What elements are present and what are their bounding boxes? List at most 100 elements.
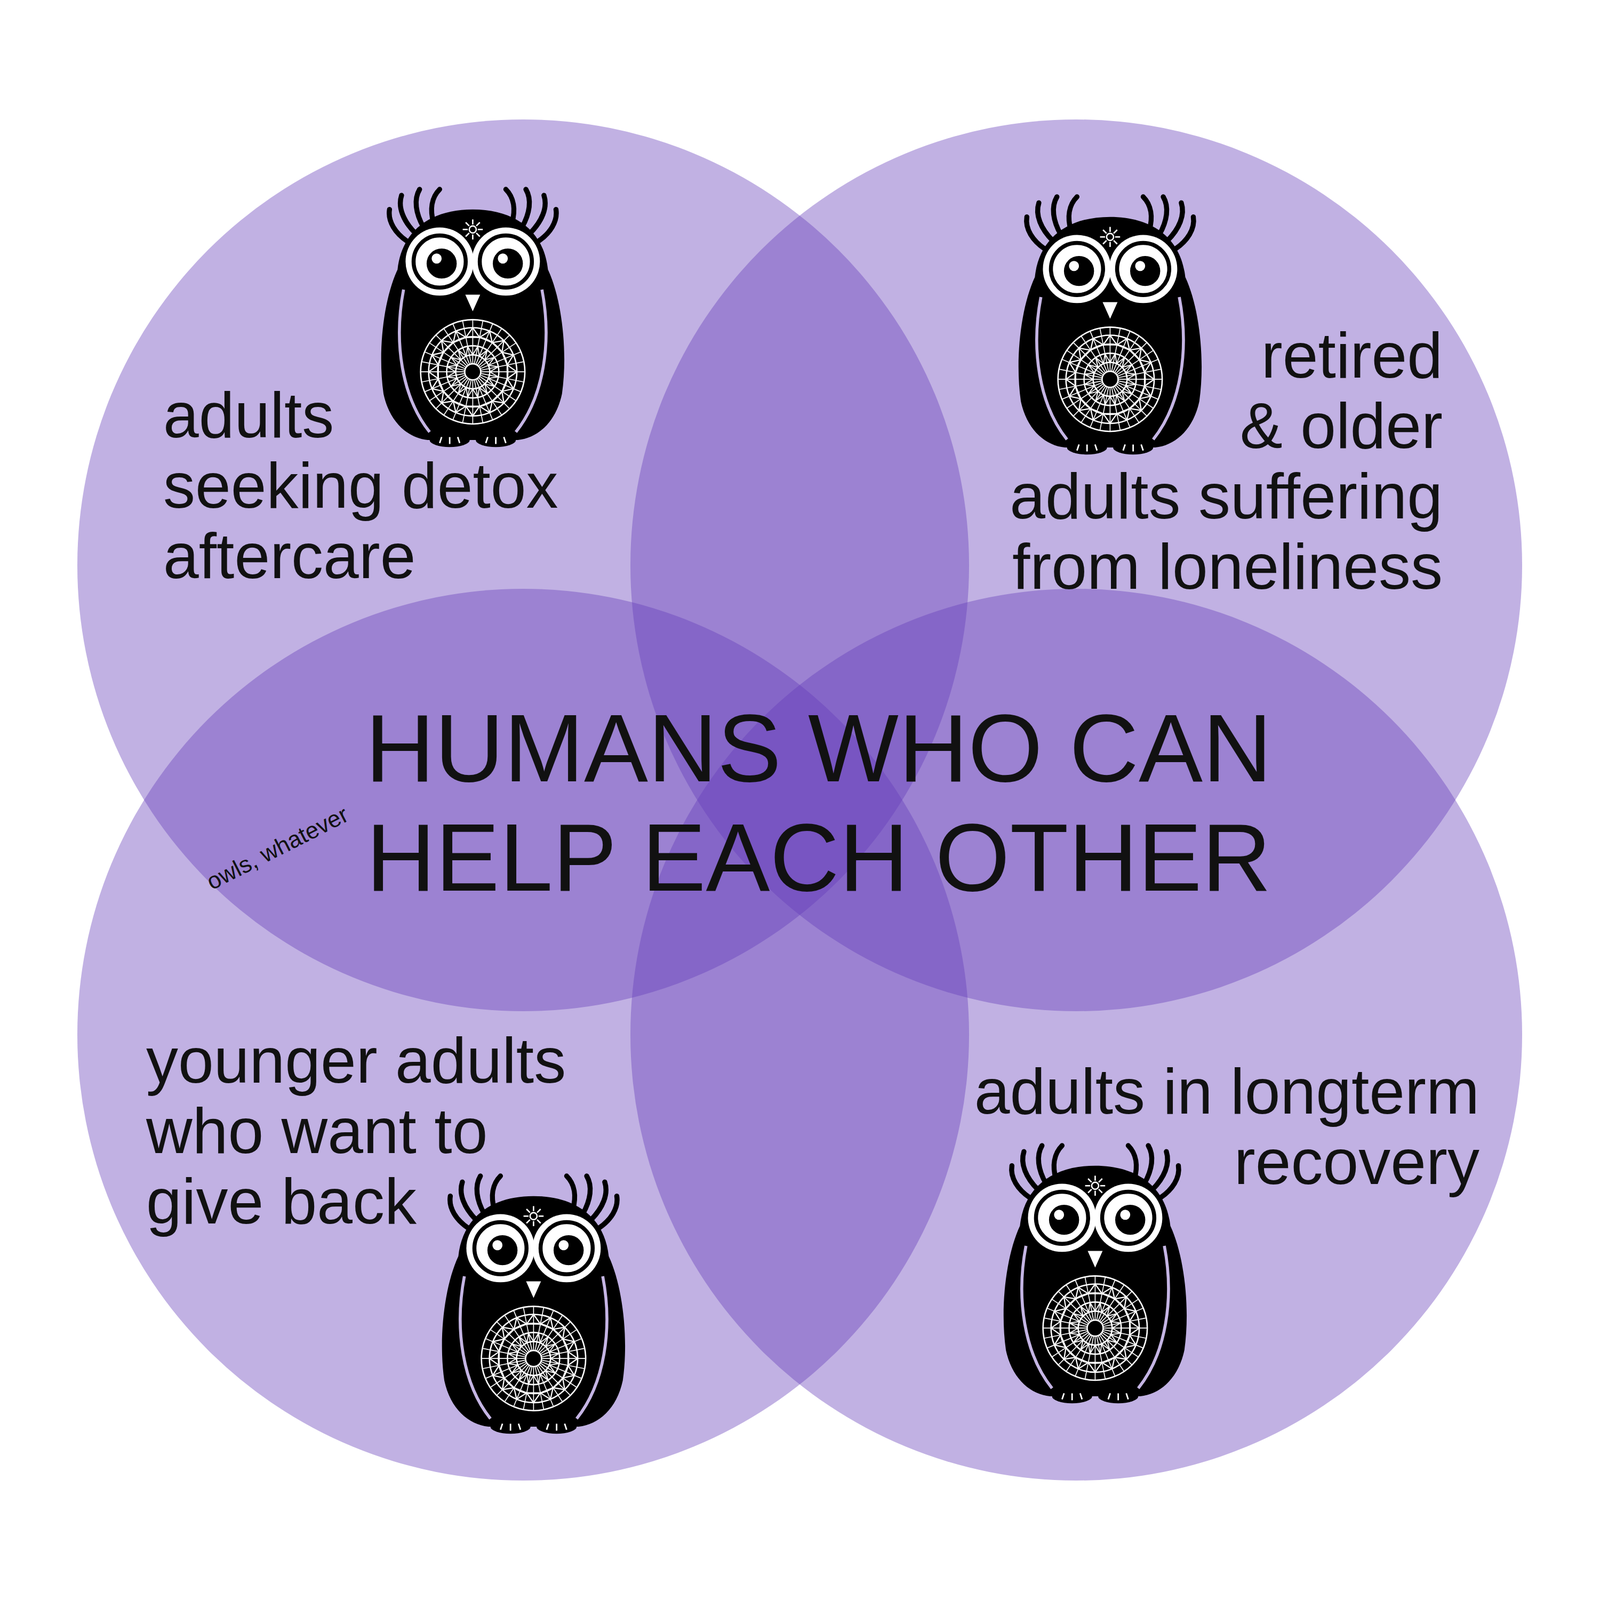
owl-detail	[1094, 1190, 1096, 1196]
owl-detail	[1109, 242, 1111, 247]
owl-detail	[488, 365, 499, 372]
owl-detail	[532, 1221, 535, 1227]
owl-detail	[479, 342, 517, 368]
owl-detail	[1073, 1334, 1084, 1343]
owl-detail	[530, 195, 546, 234]
owl-detail	[431, 189, 440, 224]
owl-detail	[1084, 379, 1094, 386]
owl-detail	[1122, 364, 1132, 373]
owl-detail	[1051, 1332, 1089, 1358]
owl-detail	[526, 1332, 534, 1343]
owl-detail	[1102, 240, 1107, 245]
owl-detail	[537, 1219, 541, 1224]
owl-detail	[533, 1332, 540, 1343]
owl-detail	[1142, 196, 1151, 231]
owl-detail	[1101, 1357, 1115, 1370]
owl-detail	[442, 1196, 626, 1427]
owl-detail	[507, 364, 517, 379]
owl-detail	[476, 1176, 485, 1214]
owl-detail	[1102, 1327, 1148, 1329]
owl-detail	[1043, 1327, 1088, 1329]
owl-detail	[466, 406, 480, 416]
owl-detail	[1139, 360, 1151, 373]
owl-illustration	[442, 1176, 626, 1434]
owl-detail	[562, 1339, 575, 1352]
owl-detail	[1109, 234, 1178, 303]
text-slot: retired & older adults suffering from lo…	[962, 320, 1443, 602]
owl-detail	[1088, 1302, 1095, 1312]
text-slot: adults in longterm recovery	[946, 1056, 1480, 1197]
owl-detail	[1109, 326, 1111, 372]
owl-detail	[480, 235, 533, 288]
owl-detail	[576, 1276, 607, 1419]
owl-detail	[525, 1350, 542, 1367]
owl-detail	[453, 331, 467, 343]
owl-detail	[1054, 1308, 1067, 1322]
owl-detail	[400, 195, 416, 234]
owl-detail	[1099, 1334, 1125, 1372]
owl-detail	[497, 253, 508, 264]
owl-detail	[472, 379, 474, 424]
owl-detail	[1088, 1362, 1103, 1373]
owl-detail	[502, 1327, 515, 1340]
owl-detail	[1043, 1275, 1148, 1381]
owl-detail	[1130, 256, 1160, 286]
owl-detail	[598, 1196, 618, 1229]
owl-detail	[484, 357, 495, 366]
owl-detail	[1152, 1151, 1168, 1190]
owl-detail	[1116, 350, 1154, 375]
owl-detail	[532, 1205, 535, 1211]
owl-detail	[1110, 1328, 1121, 1335]
owl-detail	[1167, 202, 1183, 241]
owl-detail	[451, 357, 461, 366]
owl-detail	[1153, 297, 1184, 440]
owl-detail	[1107, 1334, 1117, 1343]
owl-detail	[450, 1196, 469, 1229]
owl-detail	[458, 384, 467, 394]
owl-detail	[1114, 1297, 1127, 1309]
owl-detail	[1088, 1344, 1095, 1354]
circle-label: younger adults who want to give back	[146, 1025, 595, 1237]
owl-detail	[1085, 1250, 1104, 1271]
owl-detail	[420, 319, 526, 424]
owl-detail	[1076, 444, 1143, 452]
owl-detail	[472, 319, 474, 364]
owl-detail	[490, 1363, 527, 1388]
owl-detail	[1103, 334, 1118, 345]
owl-detail	[568, 1351, 578, 1366]
owl-detail	[1095, 357, 1104, 368]
owl-detail	[446, 365, 457, 372]
owl-detail	[1139, 386, 1151, 399]
owl-illustration	[1018, 196, 1202, 455]
owl-detail	[1018, 217, 1202, 448]
owl-detail	[439, 436, 506, 444]
owl-detail	[1064, 1297, 1076, 1309]
owl-detail	[472, 234, 474, 240]
owl-detail	[540, 1337, 549, 1347]
owl-detail	[505, 189, 514, 224]
owl-detail	[477, 378, 502, 416]
owl-detail	[479, 331, 493, 343]
owl-detail	[1094, 1175, 1096, 1181]
owl-detail	[1069, 1328, 1079, 1335]
owl-detail	[1050, 243, 1103, 296]
owl-detail	[492, 1339, 505, 1352]
owl-detail	[1095, 391, 1104, 402]
owl-detail	[530, 1212, 538, 1220]
owl-detail	[1100, 236, 1106, 238]
owl-detail	[1078, 348, 1091, 360]
owl-detail	[524, 1280, 543, 1301]
text-slot: HUMANS WHO CAN HELP EACH OTHER	[330, 693, 1307, 912]
owl-detail	[492, 1176, 501, 1211]
owl-detail	[1113, 229, 1118, 234]
owl-detail	[538, 209, 557, 242]
owl-detail	[476, 222, 480, 227]
owl-detail	[469, 226, 477, 234]
owl-detail	[479, 350, 488, 360]
owl-detail	[1117, 243, 1170, 296]
owl-detail	[1094, 1344, 1102, 1354]
owl-detail	[526, 1209, 531, 1213]
owl-detail	[1078, 398, 1091, 411]
owl-detail	[489, 1351, 500, 1366]
